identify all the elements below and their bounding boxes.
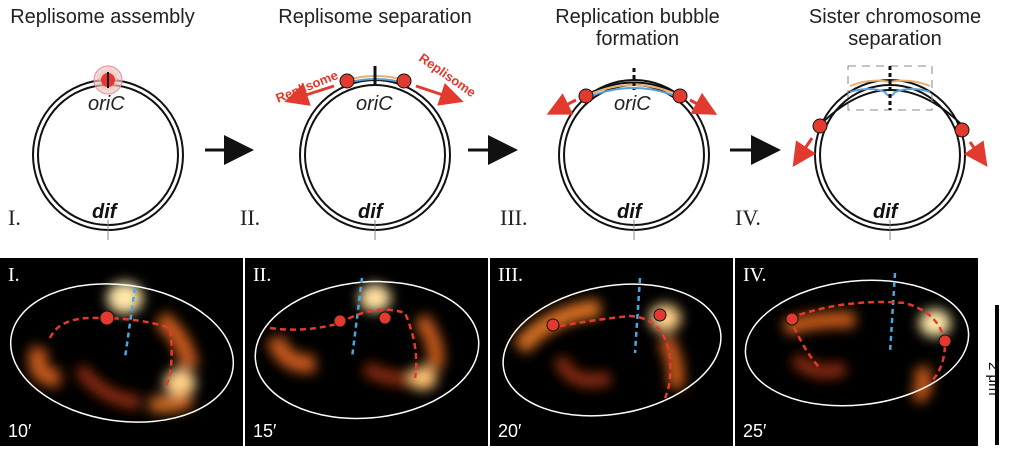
stage-4-title-line2: separation <box>848 28 942 50</box>
microscopy-panel-2: II. 15′ <box>245 258 488 446</box>
oric-label-1: oriC <box>88 93 125 115</box>
dif-label-2: dif <box>358 201 385 223</box>
chromosome-stage-4: dif <box>792 65 988 240</box>
replisome-right-3 <box>672 88 688 104</box>
replisome-right-4 <box>954 122 970 138</box>
oric-label-2: oriC <box>356 93 393 115</box>
replisome-left-4 <box>812 118 828 134</box>
dif-label-4: dif <box>873 201 900 223</box>
stage-3-title: Replication bubble formation <box>530 6 745 50</box>
chromosome-stage-1: oriC dif <box>32 65 184 240</box>
stage-2-title: Replisome separation <box>278 6 472 28</box>
schematic-diagrams: oriC dif Replisome Replisome oriC dif <box>32 50 988 240</box>
panel-2-numeral: II. <box>253 264 272 286</box>
stage-4-title-line1: Sister chromosome <box>808 6 982 28</box>
chromosome-stage-2: Replisome Replisome oriC dif <box>274 50 479 240</box>
stage-1-numeral: I. <box>8 205 21 230</box>
dif-label-1: dif <box>92 201 119 223</box>
replisome-left-2 <box>339 73 355 89</box>
panel-3-time: 20′ <box>498 421 522 441</box>
panel-1-numeral: I. <box>8 264 20 286</box>
panel-4-time: 25′ <box>743 421 767 441</box>
stage-3-title-line1: Replication bubble <box>555 6 720 28</box>
replisome-label-right: Replisome <box>416 50 478 100</box>
dif-label-3: dif <box>617 201 644 223</box>
microscopy-panel-3: III. 20′ <box>490 258 733 446</box>
stage-4-numeral: IV. <box>735 205 761 230</box>
scale-bar <box>995 305 999 445</box>
panel-2-time: 15′ <box>253 421 277 441</box>
panel-3-numeral: III. <box>498 264 523 286</box>
replisome-right-2 <box>396 73 412 89</box>
stage-3-numeral: III. <box>500 205 528 230</box>
chromosome-stage-3: oriC dif <box>546 68 718 240</box>
stage-3-title-line2: formation <box>595 28 680 50</box>
microscopy-panel-1: I. 10′ <box>0 258 243 446</box>
oric-label-3: oriC <box>614 93 651 115</box>
stage-1-title: Replisome assembly <box>10 6 195 28</box>
microscopy-panel-4: IV. 25′ <box>735 258 978 446</box>
stage-4-title: Sister chromosome separation <box>770 6 1020 50</box>
scale-bar-label: 2 μm <box>985 362 1002 396</box>
stage-2-numeral: II. <box>240 205 261 230</box>
replisome-left-3 <box>578 88 594 104</box>
panel-1-time: 10′ <box>8 421 32 441</box>
panel-4-numeral: IV. <box>743 264 767 286</box>
